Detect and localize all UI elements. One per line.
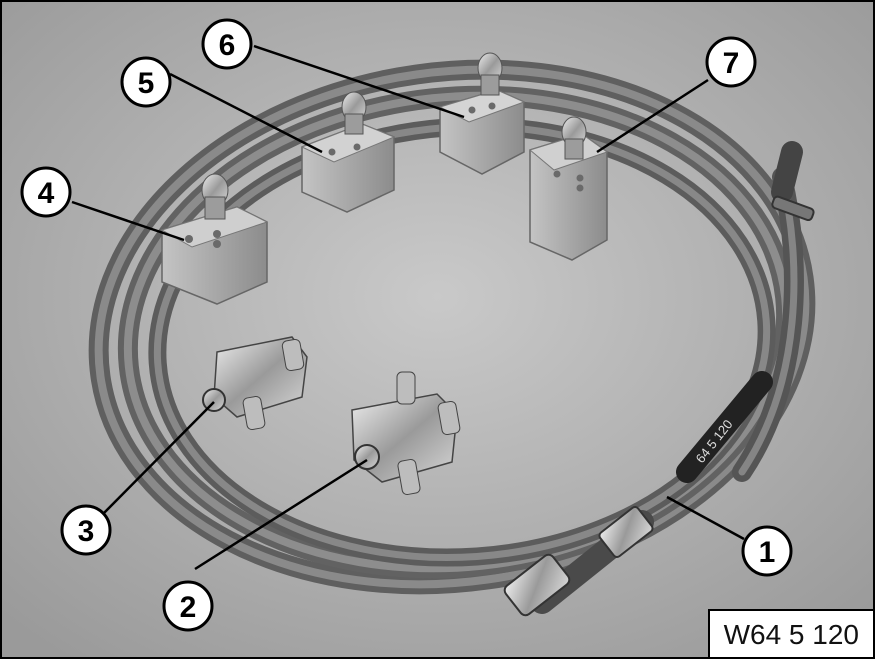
callout-4: 4 bbox=[20, 166, 72, 218]
callout-1: 1 bbox=[741, 525, 793, 577]
callout-6: 6 bbox=[201, 18, 253, 70]
hose-coil bbox=[88, 59, 816, 595]
leader-lines bbox=[71, 44, 745, 571]
callout-label: 1 bbox=[759, 536, 776, 569]
fitting-2 bbox=[351, 371, 461, 496]
callout-label: 3 bbox=[78, 515, 95, 548]
callout-label: 6 bbox=[219, 29, 236, 62]
callout-2: 2 bbox=[162, 580, 214, 632]
callout-3: 3 bbox=[60, 504, 112, 556]
callout-7: 7 bbox=[705, 36, 757, 88]
figure-reference-label: W64 5 120 bbox=[707, 609, 873, 657]
adapter-block-6 bbox=[438, 52, 526, 175]
callout-label: 4 bbox=[38, 177, 55, 210]
callout-label: 5 bbox=[138, 67, 155, 100]
adapter-block-5 bbox=[300, 91, 396, 213]
callout-label: 7 bbox=[723, 47, 740, 80]
hose-end-fitting bbox=[503, 506, 654, 617]
adapter-block-7 bbox=[528, 116, 609, 261]
fitting-3 bbox=[202, 336, 308, 431]
callout-label: 2 bbox=[180, 591, 197, 624]
adapter-block-4 bbox=[160, 173, 269, 305]
callout-5: 5 bbox=[120, 56, 172, 108]
